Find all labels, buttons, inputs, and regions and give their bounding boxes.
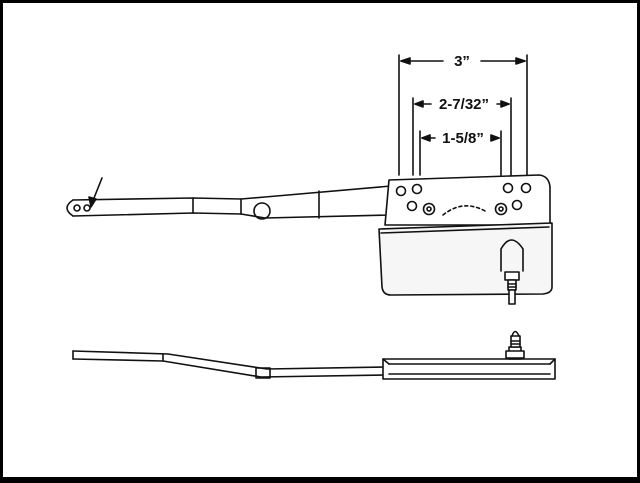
side-view-housing — [382, 358, 556, 380]
side-view-arm — [72, 350, 384, 379]
operator-arm-link — [240, 185, 392, 220]
drawing-frame: 3” 2-7/32” 1-5/8” — [3, 3, 637, 477]
dimension-overall — [398, 54, 528, 176]
dimension-inner — [419, 130, 502, 176]
casement-operator-drawing: 3” 2-7/32” 1-5/8” — [66, 53, 556, 380]
housing-screw-holes — [395, 182, 532, 216]
pointer-arrow — [88, 177, 103, 208]
dimension-middle-label: 2-7/32” — [439, 96, 489, 113]
operator-arm-main — [66, 197, 242, 217]
dimension-inner-label: 1-5/8” — [442, 130, 484, 147]
dimension-overall-label: 3” — [454, 53, 470, 70]
side-view-crank-stud — [505, 330, 525, 360]
arm-end-holes — [73, 204, 91, 212]
dimension-middle — [412, 97, 512, 176]
crank-stud — [500, 239, 524, 305]
